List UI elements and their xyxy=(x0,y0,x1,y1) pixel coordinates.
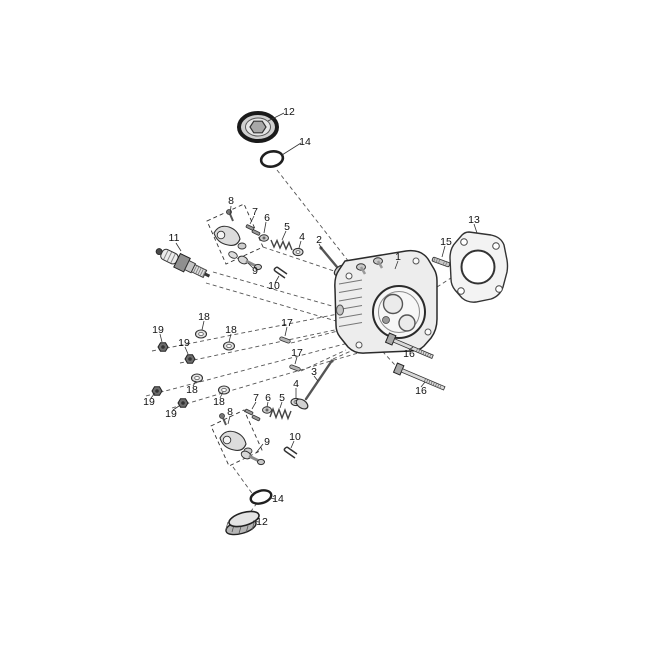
dowel-pins xyxy=(279,336,301,372)
rocker-kit-upper xyxy=(206,203,264,265)
spring-seat-upper xyxy=(292,247,304,257)
rocker-arm-upper xyxy=(237,255,262,271)
kit-boundary-box xyxy=(206,203,264,265)
hex-recess xyxy=(249,120,267,134)
valve-seat-exhaust xyxy=(398,314,416,332)
head-gasket xyxy=(449,231,509,303)
spark-plug xyxy=(155,248,211,279)
kit-boundary-box xyxy=(210,409,263,467)
cylinder-head xyxy=(334,249,438,354)
spring-retainer-lower xyxy=(262,406,272,414)
dowel-stud xyxy=(431,256,451,268)
spring-retainer-upper xyxy=(259,234,269,242)
valve-pins-upper xyxy=(245,224,261,236)
flange-nuts xyxy=(151,342,196,408)
filler-cap-top xyxy=(237,111,279,143)
flange-bolt-2 xyxy=(392,362,446,391)
callout-leader-lines xyxy=(150,112,478,523)
plug-boss xyxy=(336,304,344,316)
washers xyxy=(190,329,236,395)
filler-cap-bottom xyxy=(225,510,260,536)
flange-bolt-1 xyxy=(384,332,434,359)
valve-seat-intake xyxy=(382,293,404,315)
exhaust-valve xyxy=(295,359,334,410)
valve-pins-lower xyxy=(244,408,261,422)
valve-spring-upper xyxy=(270,238,293,251)
spark-plug-hole xyxy=(382,316,390,324)
valve-spring-lower xyxy=(269,406,292,421)
o-ring-bottom xyxy=(249,489,273,505)
o-ring-top xyxy=(259,150,285,168)
rocker-arm-lower xyxy=(240,450,265,466)
retainer-clip-lower xyxy=(283,446,298,459)
retainer-clip-upper xyxy=(273,266,288,279)
assembly-dashed-lines xyxy=(145,169,452,515)
